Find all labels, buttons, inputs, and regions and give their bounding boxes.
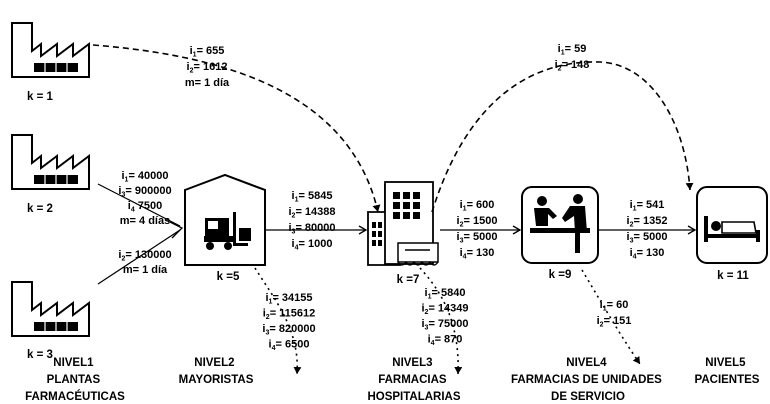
flow-value-line: i2= 14388 bbox=[288, 206, 335, 220]
flow-value-line: i1= 600 bbox=[460, 199, 495, 213]
flow-value-line: i4 7500 bbox=[128, 200, 163, 214]
flow-value-line: i1= 34155 bbox=[265, 292, 312, 306]
flow-value-line: i1= 60 bbox=[600, 299, 629, 313]
factory-icon-plant-3 bbox=[11, 281, 90, 337]
flow-arrow-hospital-patients bbox=[431, 61, 694, 213]
factory-icon-plant-2 bbox=[11, 134, 90, 190]
factory-icon-plant-1 bbox=[11, 22, 90, 78]
flow-value-line: i2= 115612 bbox=[263, 308, 316, 322]
flow-value-line: i3= 900000 bbox=[118, 185, 171, 199]
flow-value-line: i1= 40000 bbox=[121, 170, 168, 184]
level-caption-5: NIVEL5 PACIENTES bbox=[695, 357, 760, 386]
flow-value-line: i1= 5845 bbox=[292, 190, 333, 204]
node-label-plant-1: k = 1 bbox=[27, 91, 54, 103]
node-label-patients: k = 11 bbox=[717, 270, 749, 282]
flow-value-line: i3= 80000 bbox=[288, 222, 335, 236]
flow-value-line: i2= 151 bbox=[597, 315, 632, 329]
stock-arrow-hospital bbox=[419, 267, 463, 375]
flow-arrow-plant3-wholesaler bbox=[97, 229, 181, 285]
flow-value-line: i4= 130 bbox=[630, 247, 665, 261]
flow-value-line: i2= 130000 bbox=[118, 249, 171, 263]
level-caption-2: NIVEL2 MAYORISTAS bbox=[179, 357, 254, 386]
flow-value-line: i3= 5000 bbox=[627, 231, 668, 245]
hospital-bed-icon bbox=[696, 186, 768, 264]
flow-label-wholesaler-hospital: i1= 5845 i2= 14388 i3= 80000 i4= 1000 bbox=[288, 190, 335, 252]
flow-value-line: m= 4 días bbox=[120, 215, 170, 227]
node-label-wholesaler: k =5 bbox=[217, 271, 240, 283]
flow-label-hospital-service: i1= 600 i2= 1500 i3= 5000 i4= 130 bbox=[457, 199, 498, 261]
flow-value-line: i4= 6500 bbox=[269, 339, 310, 353]
flow-value-line: i1= 541 bbox=[630, 199, 665, 213]
flow-value-line: i1= 655 bbox=[190, 45, 225, 59]
flow-value-line: i4= 1000 bbox=[292, 238, 333, 252]
level-caption-3: NIVEL3 FARMACIAS HOSPITALARIAS bbox=[367, 357, 460, 403]
flow-value-line: i1= 5840 bbox=[425, 287, 466, 301]
hospital-building-icon bbox=[367, 181, 439, 266]
node-label-plant-2: k = 2 bbox=[27, 203, 53, 215]
level-caption-4: NIVEL4 FARMACIAS DE UNIDADES DE SERVICIO bbox=[511, 357, 665, 403]
node-label-service-pharmacy: k =9 bbox=[549, 269, 572, 281]
flow-value-line: i2= 148 bbox=[555, 59, 590, 73]
flow-arrow-plant1-hospital bbox=[92, 44, 381, 213]
flow-label-service-stock: i1= 60 i2= 151 bbox=[597, 299, 632, 329]
warehouse-forklift-icon bbox=[184, 173, 266, 266]
flow-value-line: i3= 5000 bbox=[457, 231, 498, 245]
pharmacy-counter-icon bbox=[521, 186, 599, 264]
flow-label-hospital-patients: i1= 59 i2= 148 bbox=[555, 43, 590, 73]
flow-value-line: i2= 1612 bbox=[187, 61, 228, 75]
flow-value-line: m= 1 día bbox=[123, 264, 168, 276]
flow-value-line: i2= 1352 bbox=[627, 215, 668, 229]
flow-value-line: i3= 75000 bbox=[421, 318, 468, 332]
node-label-plant-3: k = 3 bbox=[27, 349, 53, 361]
flow-value-line: i1= 59 bbox=[558, 43, 587, 57]
level-caption-1: NIVEL1 PLANTAS FARMACÉUTICAS bbox=[25, 357, 125, 403]
stock-arrow-wholesaler bbox=[254, 267, 302, 375]
flow-value-line: i3= 820000 bbox=[262, 323, 315, 337]
flow-value-line: m= 1 día bbox=[185, 77, 230, 89]
stock-arrow-service bbox=[581, 269, 641, 365]
flow-arrow-plant2-wholesaler bbox=[97, 183, 181, 227]
flow-value-line: i4= 870 bbox=[428, 334, 463, 348]
flow-value-line: i2= 14349 bbox=[421, 303, 468, 317]
flow-value-line: i4= 130 bbox=[460, 247, 495, 261]
flow-label-service-patients: i1= 541 i2= 1352 i3= 5000 i4= 130 bbox=[627, 199, 668, 261]
flow-value-line: i2= 1500 bbox=[457, 215, 498, 229]
node-label-hospital-pharmacy: k =7 bbox=[397, 274, 420, 286]
flow-label-plant1-hospital: i1= 655 i2= 1612 m= 1 día bbox=[185, 45, 230, 89]
